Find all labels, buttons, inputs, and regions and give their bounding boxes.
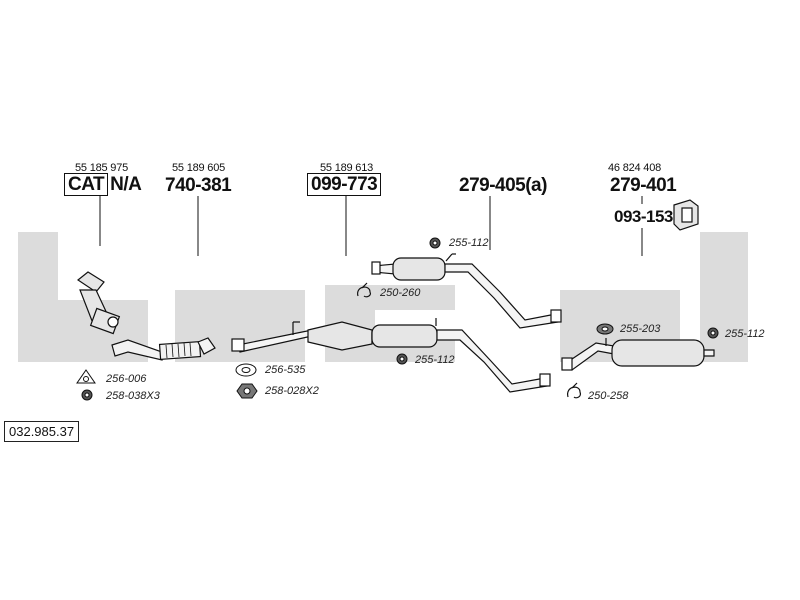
leader-lines bbox=[99, 196, 643, 256]
cat-label: CAT bbox=[64, 173, 109, 196]
catalytic-converter[interactable] bbox=[76, 271, 121, 335]
oe-number-cat: 55 185 975 bbox=[75, 162, 129, 174]
fitting-label-255-112-c[interactable]: 255-112 bbox=[725, 328, 765, 340]
center-section[interactable] bbox=[231, 318, 551, 393]
center-part-label: 099-773 bbox=[307, 173, 382, 196]
middle-silencer[interactable] bbox=[371, 253, 562, 329]
oval-gasket-icon bbox=[235, 363, 257, 377]
cat-na-label: N/A bbox=[110, 174, 142, 195]
fitting-label-250-258[interactable]: 250-258 bbox=[588, 390, 629, 402]
part-number-bracket[interactable]: 093-153 bbox=[614, 207, 673, 226]
oe-number-front-pipe: 55 189 605 bbox=[172, 162, 226, 174]
diagram-reference-number: 032.985.37 bbox=[4, 421, 80, 442]
fitting-label-255-203[interactable]: 255-203 bbox=[620, 323, 661, 335]
nut-set-icon bbox=[81, 389, 93, 401]
fitting-label-256-006[interactable]: 256-006 bbox=[106, 373, 147, 385]
fitting-label-255-112-b[interactable]: 255-112 bbox=[415, 354, 455, 366]
rear-silencer[interactable] bbox=[561, 338, 715, 371]
fitting-label-258-038x3[interactable]: 258-038X3 bbox=[106, 390, 160, 402]
fitting-label-258-028x2[interactable]: 258-028X2 bbox=[265, 385, 319, 397]
part-number-front-pipe[interactable]: 740-381 bbox=[165, 175, 232, 196]
rubber-ring-icon bbox=[596, 323, 614, 335]
triangle-gasket-icon bbox=[76, 369, 96, 384]
part-number-rear-silencer[interactable]: 279-401 bbox=[610, 175, 677, 196]
part-number-middle-silencer[interactable]: 279-405(a) bbox=[459, 175, 547, 196]
fitting-label-250-260[interactable]: 250-260 bbox=[380, 287, 421, 299]
fitting-label-255-112-a[interactable]: 255-112 bbox=[449, 237, 489, 249]
fitting-label-256-535[interactable]: 256-535 bbox=[265, 364, 306, 376]
oe-number-rear: 46 824 408 bbox=[608, 162, 662, 174]
oe-number-center: 55 189 613 bbox=[320, 162, 374, 174]
clamp-icon bbox=[357, 282, 581, 399]
rubber-mount-icon bbox=[396, 237, 719, 365]
mounting-bracket[interactable] bbox=[673, 199, 699, 231]
nut-icon bbox=[236, 383, 258, 399]
front-pipe[interactable] bbox=[111, 337, 216, 361]
part-number-center[interactable]: 099-773 bbox=[307, 173, 382, 196]
